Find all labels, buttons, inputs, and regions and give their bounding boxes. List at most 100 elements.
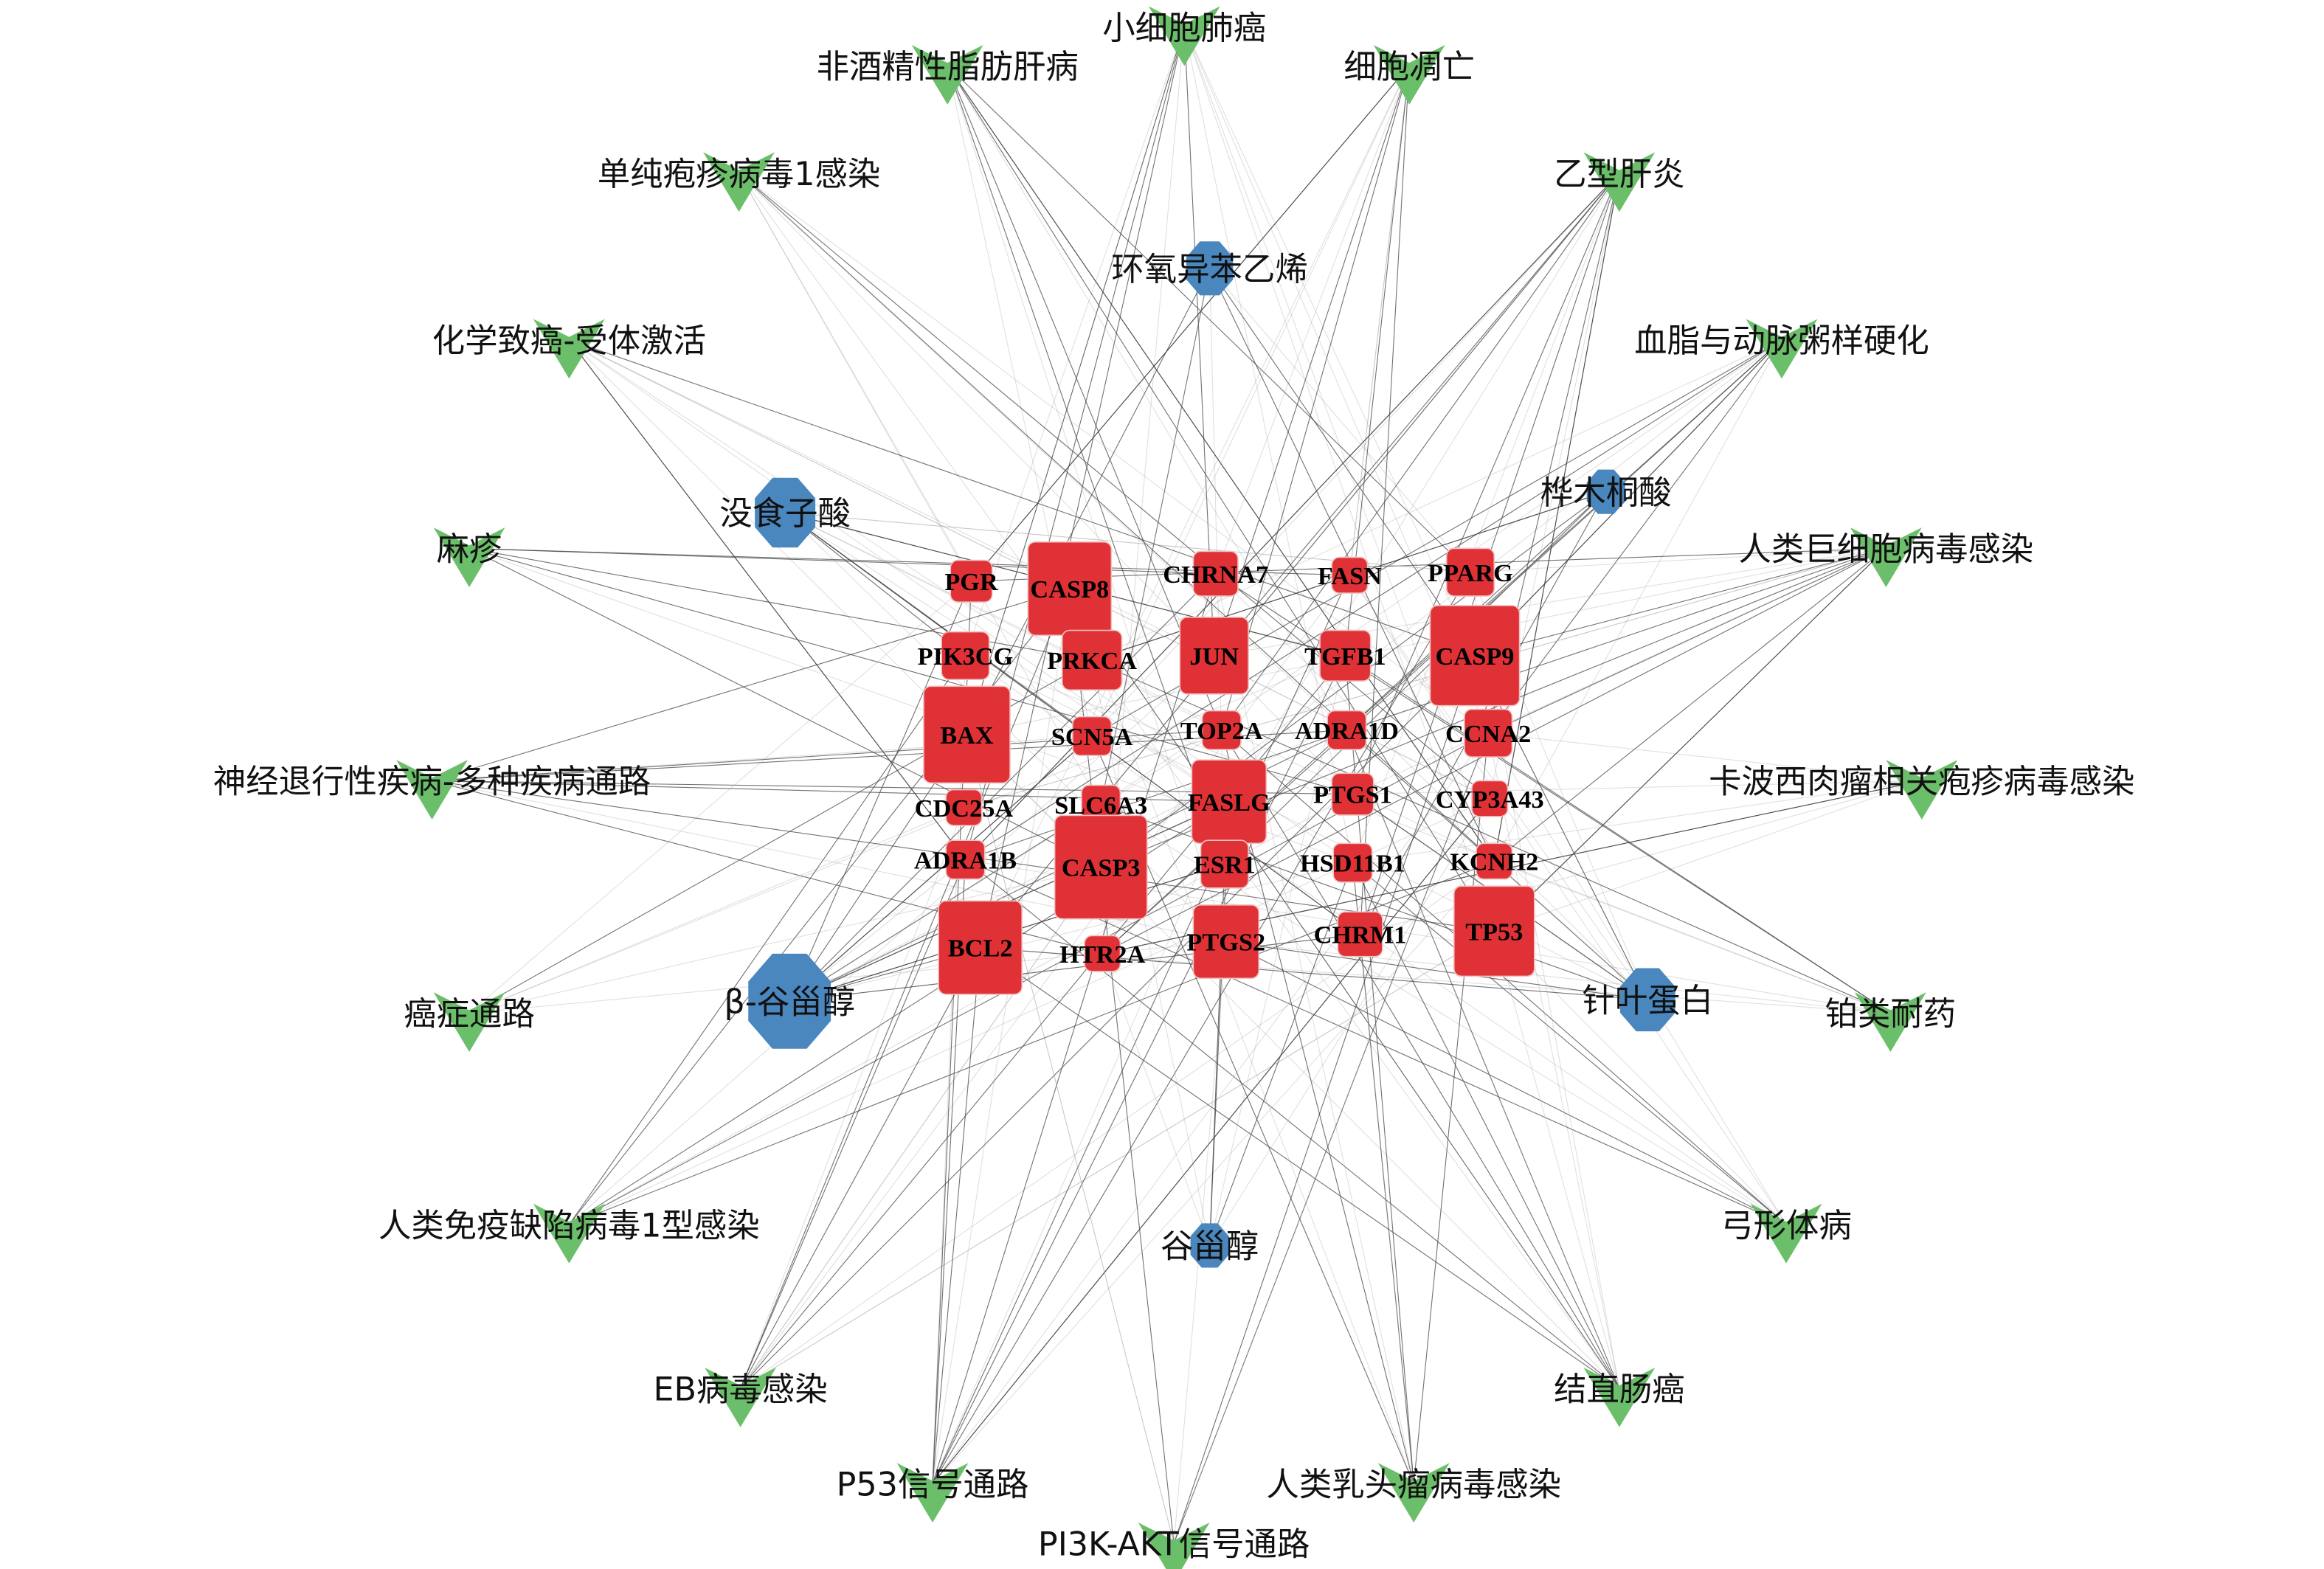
- gene-node-ptgs2[interactable]: PTGS2: [1186, 904, 1265, 980]
- edge: [1493, 548, 1886, 932]
- pathway-label: 卡波西肉瘤相关疱疹病毒感染: [1709, 763, 2134, 801]
- gene-node-casp8[interactable]: CASP8: [1027, 541, 1113, 637]
- edge: [1225, 941, 1787, 1225]
- gene-node-tp53[interactable]: TP53: [1453, 885, 1535, 977]
- pathway-label: P53信号通路: [837, 1466, 1029, 1504]
- gene-square-icon: [1445, 547, 1495, 597]
- gene-node-fasn[interactable]: FASN: [1318, 556, 1382, 594]
- gene-node-chrm1[interactable]: CHRM1: [1314, 911, 1407, 957]
- pathway-node[interactable]: 细胞凋亡: [1343, 44, 1475, 105]
- octagon-icon: [1586, 469, 1625, 514]
- gene-node-htr2a[interactable]: HTR2A: [1059, 935, 1146, 972]
- pathway-label: 非酒精性脂肪肝病: [817, 48, 1079, 86]
- pathway-node[interactable]: 乙型肝炎: [1554, 152, 1685, 212]
- chevron-down-icon: [433, 527, 505, 587]
- gene-node-casp9[interactable]: CASP9: [1429, 605, 1521, 707]
- gene-node-pparg[interactable]: PPARG: [1428, 547, 1513, 597]
- edge: [568, 339, 966, 860]
- gene-node-cdc25a[interactable]: CDC25A: [915, 789, 1014, 826]
- gene-node-adra1d[interactable]: ADRA1D: [1295, 710, 1399, 750]
- chevron-down-icon: [433, 992, 505, 1052]
- gene-node-cyp3a43[interactable]: CYP3A43: [1436, 780, 1544, 817]
- gene-node-casp3[interactable]: CASP3: [1054, 814, 1148, 920]
- edge: [432, 730, 1347, 782]
- compound-node[interactable]: 桦木桐酸: [1540, 469, 1672, 514]
- compound-node[interactable]: 针叶蛋白: [1582, 968, 1713, 1032]
- pathway-node[interactable]: 小细胞肺癌: [1102, 6, 1266, 66]
- edge: [965, 859, 1787, 1225]
- compound-node[interactable]: 环氧异苯乙烯: [1111, 241, 1308, 296]
- edge: [1352, 780, 1922, 864]
- pathway-node[interactable]: 人类免疫缺陷病毒1型感染: [378, 1203, 760, 1264]
- pathway-node[interactable]: 弓形体病: [1720, 1203, 1852, 1264]
- pathway-node[interactable]: 神经退行性疾病-多种疾病通路: [213, 760, 651, 820]
- pathway-node[interactable]: 人类乳头瘤病毒感染: [1266, 1463, 1561, 1523]
- edge: [1493, 931, 1787, 1225]
- compound-node[interactable]: 谷甾醇: [1161, 1223, 1259, 1268]
- pathway-node[interactable]: 化学致癌-受体激活: [432, 319, 706, 379]
- gene-node-ptgs1[interactable]: PTGS1: [1313, 772, 1392, 816]
- octagon-icon: [1619, 968, 1675, 1032]
- edge: [1221, 173, 1620, 731]
- gene-label: BAX: [940, 721, 994, 749]
- gene-node-pgr[interactable]: PGR: [944, 559, 999, 603]
- pathway-label: 麻疹: [437, 531, 502, 569]
- pathway-node[interactable]: 铂类耐药: [1825, 992, 1957, 1052]
- edge: [1091, 339, 1782, 661]
- edge: [932, 575, 1350, 1484]
- edge: [569, 339, 1230, 803]
- gene-node-bax[interactable]: BAX: [923, 685, 1011, 784]
- edge: [1183, 27, 1495, 862]
- pathway-label: 神经退行性疾病-多种疾病通路: [213, 763, 651, 801]
- compound-node[interactable]: β-谷甾醇: [724, 953, 855, 1049]
- gene-node-esr1[interactable]: ESR1: [1194, 839, 1256, 889]
- pathway-node[interactable]: 人类巨细胞病毒感染: [1739, 527, 2034, 587]
- pathway-node[interactable]: EB病毒感染: [653, 1368, 828, 1427]
- gene-node-scn5a[interactable]: SCN5A: [1051, 716, 1133, 756]
- pathway-node[interactable]: 血脂与动脉粥样硬化: [1634, 319, 1929, 379]
- gene-label: ESR1: [1194, 851, 1256, 879]
- edge: [964, 547, 1886, 808]
- edge: [739, 173, 1495, 862]
- pathway-node[interactable]: 结直肠癌: [1554, 1368, 1685, 1427]
- pathway-node[interactable]: P53信号通路: [837, 1463, 1029, 1523]
- gene-node-ccna2[interactable]: CCNA2: [1445, 708, 1531, 758]
- pathway-node[interactable]: 癌症通路: [404, 992, 535, 1052]
- pathway-label: 人类免疫缺陷病毒1型感染: [378, 1207, 760, 1244]
- gene-node-slc6a3[interactable]: SLC6A3: [1054, 784, 1147, 825]
- gene-node-top2a[interactable]: TOP2A: [1180, 710, 1263, 750]
- pathway-node[interactable]: 单纯疱疹病毒1感染: [598, 152, 881, 212]
- edge: [740, 575, 1350, 1389]
- compound-node[interactable]: 没食子酸: [719, 477, 851, 548]
- octagon-icon: [748, 953, 831, 1049]
- edge: [1100, 268, 1211, 805]
- gene-node-tgfb1[interactable]: TGFB1: [1304, 629, 1386, 682]
- edge: [468, 581, 972, 1014]
- edge: [1209, 798, 1490, 1246]
- pathway-node[interactable]: 非酒精性脂肪肝病: [817, 44, 1079, 105]
- pathway-node[interactable]: PI3K-AKT信号通路: [1038, 1523, 1310, 1569]
- gene-node-chrna7[interactable]: CHRNA7: [1163, 550, 1268, 597]
- chevron-down-icon: [396, 760, 468, 820]
- gene-node-kcnh2[interactable]: KCNH2: [1450, 842, 1538, 880]
- gene-node-faslg[interactable]: FASLG: [1188, 759, 1270, 845]
- edge: [932, 947, 981, 1484]
- edge: [1224, 491, 1607, 865]
- edge: [1352, 862, 1414, 1484]
- gene-node-prkca[interactable]: PRKCA: [1047, 629, 1137, 691]
- pathway-label: 弓形体病: [1720, 1207, 1852, 1244]
- gene-square-icon: [1084, 935, 1121, 972]
- gene-square-icon: [1429, 605, 1521, 707]
- chevron-down-icon: [1373, 44, 1445, 105]
- edge: [1215, 66, 1410, 574]
- gene-node-hsd11b1[interactable]: HSD11B1: [1300, 842, 1405, 883]
- gene-node-pik3cg[interactable]: PIK3CG: [918, 631, 1014, 680]
- pathway-node[interactable]: 麻疹: [433, 527, 505, 587]
- gene-node-bcl2[interactable]: BCL2: [938, 900, 1023, 995]
- pathway-node[interactable]: 卡波西肉瘤相关疱疹病毒感染: [1709, 760, 2134, 820]
- gene-label: CASP9: [1436, 643, 1515, 671]
- gene-node-adra1b[interactable]: ADRA1B: [914, 839, 1017, 880]
- chevron-down-icon: [1850, 527, 1922, 587]
- gene-node-jun[interactable]: JUN: [1179, 617, 1249, 695]
